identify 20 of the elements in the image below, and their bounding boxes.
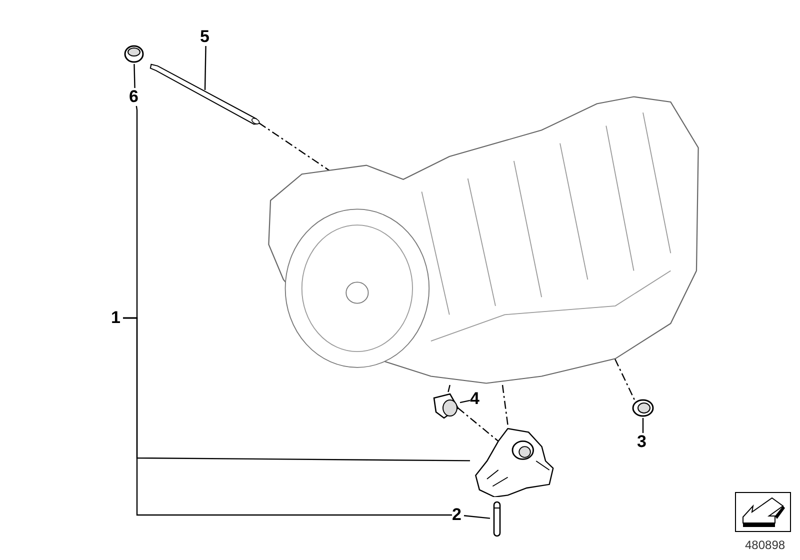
reference-number: 480898 (745, 538, 786, 552)
cap-drawing (124, 44, 144, 64)
callout-number: 5 (200, 28, 210, 46)
leader-line (464, 515, 490, 519)
assembly-line (502, 384, 508, 426)
callout-number: 2 (452, 506, 462, 524)
leader-line (460, 400, 470, 404)
cap-drawing (632, 398, 654, 418)
leader-line (642, 418, 644, 433)
callout-number: 4 (470, 390, 480, 408)
callout-number: 6 (129, 88, 138, 106)
leader-line (123, 317, 452, 516)
leader-line (204, 46, 206, 90)
leader-line (134, 64, 136, 88)
transmission-drawing (265, 95, 702, 385)
assembly-line (458, 408, 499, 442)
assembly-line (448, 384, 450, 392)
callout-number: 3 (637, 433, 646, 451)
assembly-line (258, 122, 330, 172)
callout-number: 1 (111, 309, 120, 327)
